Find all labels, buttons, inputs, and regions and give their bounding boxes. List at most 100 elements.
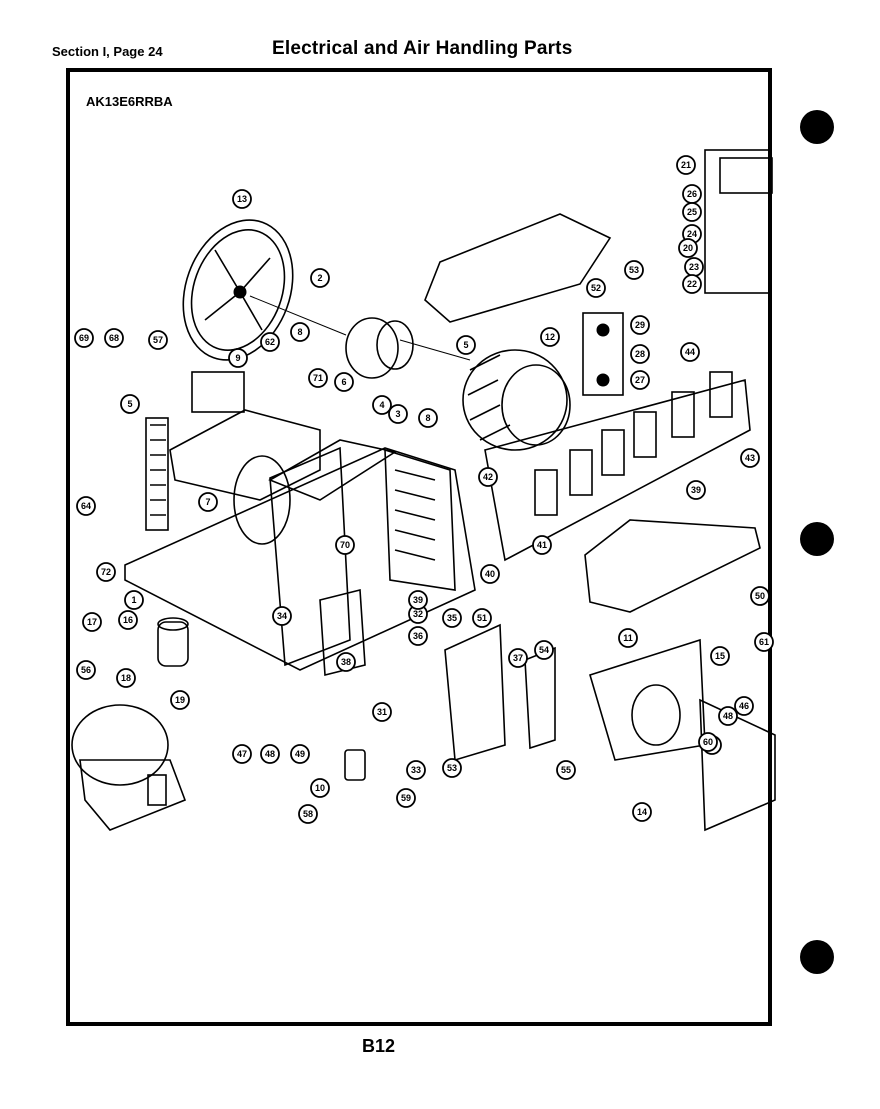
callout-22: 22 bbox=[682, 274, 702, 294]
page-code: B12 bbox=[362, 1036, 396, 1056]
callout-5: 5 bbox=[456, 335, 476, 355]
svg-text:52: 52 bbox=[591, 283, 601, 293]
callout-43: 43 bbox=[740, 448, 760, 468]
condenser-fan bbox=[182, 219, 294, 361]
callout-7: 7 bbox=[198, 492, 218, 512]
svg-text:54: 54 bbox=[539, 645, 549, 655]
svg-text:11: 11 bbox=[623, 633, 633, 643]
svg-text:20: 20 bbox=[683, 243, 693, 253]
svg-text:6: 6 bbox=[341, 377, 346, 387]
svg-text:5: 5 bbox=[463, 340, 468, 350]
callout-9: 9 bbox=[228, 348, 248, 368]
svg-text:36: 36 bbox=[413, 631, 423, 641]
control-bracket bbox=[584, 519, 761, 613]
callout-1: 1 bbox=[124, 590, 144, 610]
svg-text:24: 24 bbox=[687, 229, 697, 239]
blower-wheel bbox=[462, 349, 571, 451]
callout-26: 26 bbox=[682, 184, 702, 204]
svg-text:61: 61 bbox=[759, 637, 769, 647]
callout-49: 49 bbox=[290, 744, 310, 764]
callout-4: 4 bbox=[372, 395, 392, 415]
callout-16: 16 bbox=[118, 610, 138, 630]
callout-28: 28 bbox=[630, 344, 650, 364]
svg-text:43: 43 bbox=[745, 453, 755, 463]
callout-47: 47 bbox=[232, 744, 252, 764]
svg-text:71: 71 bbox=[313, 373, 323, 383]
callout-13: 13 bbox=[232, 189, 252, 209]
punch-hole-bottom bbox=[800, 940, 834, 974]
callout-70: 70 bbox=[335, 535, 355, 555]
chassis bbox=[124, 409, 476, 671]
callout-27: 27 bbox=[630, 370, 650, 390]
svg-text:35: 35 bbox=[447, 613, 457, 623]
svg-text:42: 42 bbox=[483, 472, 493, 482]
svg-text:41: 41 bbox=[537, 540, 547, 550]
callout-34: 34 bbox=[272, 606, 292, 626]
svg-text:49: 49 bbox=[295, 749, 305, 759]
callout-33: 33 bbox=[406, 760, 426, 780]
svg-text:4: 4 bbox=[379, 400, 384, 410]
callout-14: 14 bbox=[632, 802, 652, 822]
svg-text:31: 31 bbox=[377, 707, 387, 717]
svg-text:40: 40 bbox=[485, 569, 495, 579]
svg-text:37: 37 bbox=[513, 653, 523, 663]
fan-motor bbox=[249, 295, 471, 379]
punch-hole-top bbox=[800, 110, 834, 144]
svg-text:15: 15 bbox=[715, 651, 725, 661]
callout-6: 6 bbox=[334, 372, 354, 392]
svg-text:51: 51 bbox=[477, 613, 487, 623]
callout-50: 50 bbox=[750, 586, 770, 606]
callout-61: 61 bbox=[754, 632, 774, 652]
section-page-label: Section I, Page 24 bbox=[52, 44, 163, 59]
callout-8b: 8 bbox=[418, 408, 438, 428]
capacitor bbox=[157, 617, 189, 667]
callout-62: 62 bbox=[260, 332, 280, 352]
svg-text:9: 9 bbox=[235, 353, 240, 363]
callout-25: 25 bbox=[682, 202, 702, 222]
callout-5b: 5 bbox=[120, 394, 140, 414]
svg-text:32: 32 bbox=[413, 609, 423, 619]
svg-text:7: 7 bbox=[205, 497, 210, 507]
svg-text:68: 68 bbox=[109, 333, 119, 343]
callout-17: 17 bbox=[82, 612, 102, 632]
hardware-parts bbox=[191, 149, 773, 781]
callout-8: 8 bbox=[290, 322, 310, 342]
svg-text:12: 12 bbox=[545, 332, 555, 342]
callout-39: 39 bbox=[686, 480, 706, 500]
callout-15: 15 bbox=[710, 646, 730, 666]
svg-text:53: 53 bbox=[447, 763, 457, 773]
svg-text:57: 57 bbox=[153, 335, 163, 345]
svg-text:26: 26 bbox=[687, 189, 697, 199]
svg-text:29: 29 bbox=[635, 320, 645, 330]
callout-46: 46 bbox=[734, 696, 754, 716]
callout-72: 72 bbox=[96, 562, 116, 582]
callout-58: 58 bbox=[298, 804, 318, 824]
callout-35: 35 bbox=[442, 608, 462, 628]
callout-37: 37 bbox=[508, 648, 528, 668]
callout-54: 54 bbox=[534, 640, 554, 660]
callout-68: 68 bbox=[104, 328, 124, 348]
svg-text:18: 18 bbox=[121, 673, 131, 683]
callout-53b: 53 bbox=[624, 260, 644, 280]
callout-40: 40 bbox=[480, 564, 500, 584]
svg-text:14: 14 bbox=[637, 807, 647, 817]
top-cover-panel bbox=[424, 213, 612, 323]
svg-text:48: 48 bbox=[723, 711, 733, 721]
svg-text:21: 21 bbox=[681, 160, 691, 170]
control-panel bbox=[319, 588, 556, 762]
svg-text:3: 3 bbox=[395, 409, 400, 419]
callout-23: 23 bbox=[684, 257, 704, 277]
callout-3: 3 bbox=[388, 404, 408, 424]
svg-text:10: 10 bbox=[315, 783, 325, 793]
svg-text:34: 34 bbox=[277, 611, 287, 621]
svg-text:8: 8 bbox=[297, 327, 302, 337]
callout-48b: 48 bbox=[718, 706, 738, 726]
callout-31: 31 bbox=[372, 702, 392, 722]
svg-text:60: 60 bbox=[703, 737, 713, 747]
callout-55: 55 bbox=[556, 760, 576, 780]
callout-59: 59 bbox=[396, 788, 416, 808]
punch-hole-middle bbox=[800, 522, 834, 556]
callout-2: 2 bbox=[310, 268, 330, 288]
svg-text:27: 27 bbox=[635, 375, 645, 385]
callout-18: 18 bbox=[116, 668, 136, 688]
